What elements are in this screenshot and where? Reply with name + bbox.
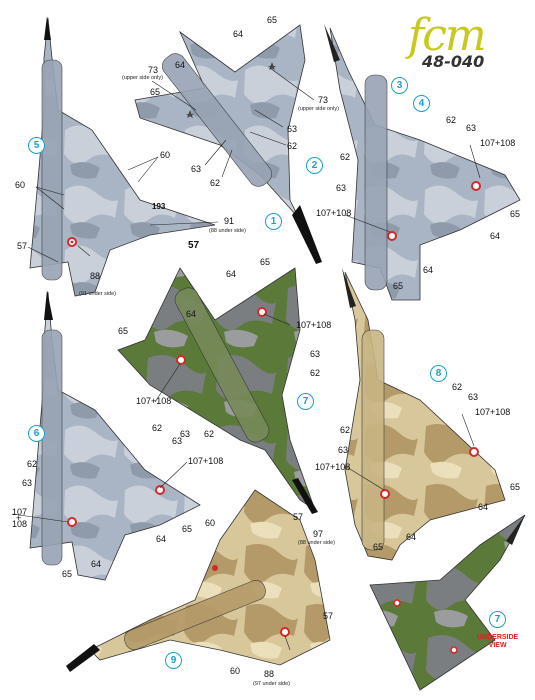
aircraft-profile-9: [66, 489, 331, 672]
aircraft-profile-8: [342, 268, 506, 561]
callout-63: 63: [466, 123, 477, 133]
note-upper-side-only: (upper side only): [298, 106, 339, 112]
underside-view-label: UNDERSIDE VIEW: [477, 634, 518, 651]
callout-63: 63: [172, 436, 183, 446]
profile-badge-8: 8: [430, 365, 447, 382]
marking-tail-57: 57: [188, 240, 200, 251]
callout-63: 63: [180, 429, 191, 439]
callout-63: 63: [468, 392, 479, 402]
profile-badge-4: 4: [413, 95, 430, 112]
callout-64: 64: [490, 231, 501, 241]
callout-62: 62: [210, 178, 221, 188]
note-88-under-side: (88 under side): [209, 228, 246, 234]
callout-63: 63: [310, 349, 321, 359]
callout-60: 60: [230, 666, 241, 676]
callout-62: 62: [340, 152, 351, 162]
callout-73: 73: [148, 65, 159, 75]
callout-62: 62: [340, 425, 351, 435]
callout-60: 60: [205, 518, 216, 528]
callout-64: 64: [226, 269, 237, 279]
callout-73: 73: [318, 95, 329, 105]
fcm-logo: fcm: [408, 10, 487, 61]
callout-64: 64: [233, 29, 244, 39]
aircraft-profile-5: [29, 16, 216, 297]
callout-64: 64: [423, 265, 434, 275]
profile-badge-7-underside: 7: [489, 611, 506, 628]
callout-107-108: 107+108: [316, 208, 352, 218]
callout-107-108: 107+108: [188, 456, 224, 466]
callout-64: 64: [175, 60, 186, 70]
callout-107-108: 107+108: [475, 407, 511, 417]
callout-65: 65: [150, 87, 161, 97]
callout-97: 97: [313, 529, 324, 539]
callout-65: 65: [510, 482, 521, 492]
callout-60: 60: [160, 150, 171, 160]
callout-63: 63: [336, 183, 347, 193]
profile-badge-9: 9: [165, 652, 182, 669]
callout-62: 62: [152, 423, 163, 433]
aircraft-profile-7-underside: [369, 514, 526, 691]
note-88-under-side: (88 under side): [298, 540, 335, 546]
callout-107-108: 107+108: [136, 396, 172, 406]
note-91-under-side: (91 under side): [79, 291, 116, 297]
callout-63: 63: [287, 124, 298, 134]
profile-badge-6: 6: [28, 425, 45, 442]
note-97-under-side: (97 under side): [253, 681, 290, 687]
callout-64: 64: [91, 559, 102, 569]
note-upper-side-only: (upper side only): [122, 75, 163, 81]
aircraft-profile-7: [117, 267, 318, 514]
profile-badge-1: 1: [265, 213, 282, 230]
callout-107-108: 107+108: [480, 138, 516, 148]
callout-65: 65: [393, 281, 404, 291]
callout-108: 108: [12, 519, 28, 529]
callout-63: 63: [191, 164, 202, 174]
callout-65: 65: [510, 209, 521, 219]
callout-65: 65: [62, 569, 73, 579]
callout-107-108: 107+108: [296, 320, 332, 330]
callout-57: 57: [293, 512, 304, 522]
callout-65: 65: [267, 15, 278, 25]
callout-64: 64: [156, 534, 167, 544]
callout-62: 62: [204, 429, 215, 439]
marking-serial-193: 193: [152, 202, 166, 211]
callout-62: 62: [287, 141, 298, 151]
callout-plus: +: [16, 513, 22, 523]
callout-leader-lines: [11, 67, 481, 651]
callout-57: 57: [323, 611, 334, 621]
aircraft-profile-3-4: [324, 24, 521, 301]
callout-65: 65: [260, 257, 271, 267]
callout-91: 91: [224, 216, 235, 226]
callout-62: 62: [452, 382, 463, 392]
callout-64: 64: [478, 502, 489, 512]
callout-64: 64: [186, 309, 197, 319]
profile-badge-5: 5: [28, 137, 45, 154]
callout-65: 65: [182, 524, 193, 534]
callout-62: 62: [310, 368, 321, 378]
callout-64: 64: [406, 532, 417, 542]
callout-60: 60: [15, 180, 26, 190]
profile-badge-3: 3: [391, 77, 408, 94]
underside-line1: UNDERSIDE: [477, 634, 519, 641]
callout-57: 57: [17, 241, 28, 251]
callout-88: 88: [264, 669, 275, 679]
callout-63: 63: [22, 478, 33, 488]
product-code: 48-040: [422, 52, 485, 71]
underside-line2: VIEW: [488, 642, 507, 650]
callout-62: 62: [27, 459, 38, 469]
aircraft-profile-6: [29, 290, 201, 581]
callout-65: 65: [118, 326, 129, 336]
callout-107: 107: [12, 507, 28, 517]
callout-62: 62: [446, 115, 457, 125]
profile-badge-7: 7: [297, 393, 314, 410]
callout-65: 65: [373, 542, 384, 552]
profile-badge-2: 2: [306, 157, 323, 174]
callout-63: 63: [338, 445, 349, 455]
callout-107-108: 107+108: [315, 462, 351, 472]
callout-88: 88: [90, 271, 101, 281]
